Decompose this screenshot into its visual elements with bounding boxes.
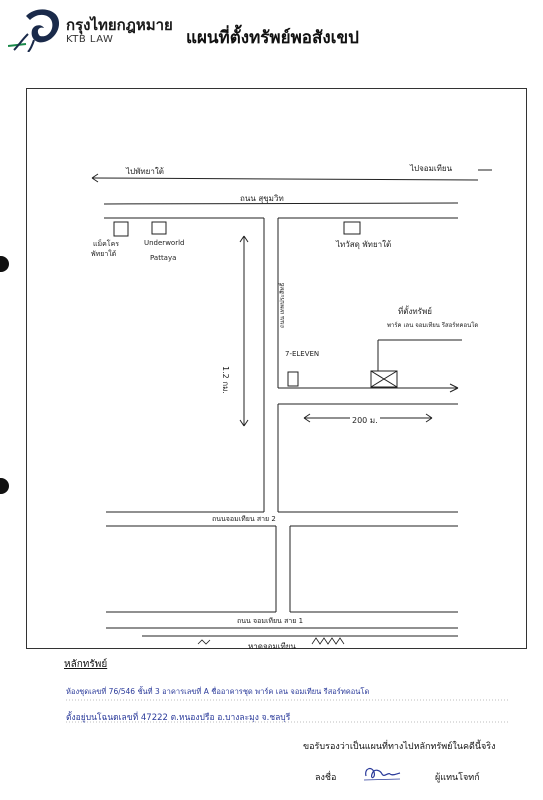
landmark-box-3 xyxy=(343,221,361,235)
road-lower-2-label: ถนน จอมเทียน สาย 1 xyxy=(237,617,304,625)
main-road-label: ถนน สุขุมวิท xyxy=(240,194,284,203)
direction-right-label: ไปจอมเทียน xyxy=(410,164,453,173)
signature-image xyxy=(363,767,401,781)
side-road-label: ถนน เทพประสิทธิ์ xyxy=(279,282,286,328)
landmark-left-2-sub-label: Pattaya xyxy=(150,254,177,262)
logo-thai-text: กรุงไทยกฎหมาย xyxy=(66,16,173,34)
seven-eleven-label: 7-ELEVEN xyxy=(285,350,320,358)
direction-left-label: ไปพัทยาใต้ xyxy=(126,167,164,176)
collateral-line-1: ห้องชุดเลขที่ 76/546 ชั้นที่ 3 อาคารเลขท… xyxy=(66,687,370,696)
road-lower-1-label: ถนนจอมเทียน สาย 2 xyxy=(212,515,276,523)
wave-left-icon xyxy=(197,639,211,645)
seven-eleven-box xyxy=(287,371,299,387)
direction-line xyxy=(91,177,479,181)
punch-hole-top xyxy=(0,256,9,272)
document-title: แผนที่ตั้งทรัพย์พอสังเขป xyxy=(186,28,359,48)
wave-right-icon xyxy=(311,637,345,645)
signature-role: ผู้แทนโจทก์ xyxy=(435,773,480,783)
property-label: ที่ตั้งทรัพย์ xyxy=(398,307,432,316)
landmark-left-2-label: Underworld xyxy=(144,239,185,247)
certification-text: ขอรับรองว่าเป็นแผนที่ทางไปหลักทรัพย์ในคด… xyxy=(303,742,496,752)
map-frame xyxy=(26,88,527,649)
logo-english-text: KTB LAW xyxy=(66,34,114,45)
krungthai-bird-icon xyxy=(7,9,60,53)
distance-horizontal-label: 200 ม. xyxy=(350,414,380,427)
sukhumvit-road-top xyxy=(103,202,459,205)
landmark-right-label: ไทวัสดุ พัทยาใต้ xyxy=(336,240,392,249)
landmark-left-1-label: แม็คโคร xyxy=(93,240,120,248)
logo xyxy=(7,6,178,53)
property-name-label: พาร์ค เลน จอมเทียน รีสอร์ทคอนโด xyxy=(387,322,479,329)
signature-label: ลงชื่อ xyxy=(315,773,337,783)
landmark-box-1 xyxy=(113,221,129,237)
collateral-heading: หลักทรัพย์ xyxy=(64,659,108,670)
property-marker xyxy=(370,370,398,388)
beach-label: หาดจอมเทียน xyxy=(248,642,296,651)
collateral-line-2: ตั้งอยู่บนโฉนดเลขที่ 47222 ต.หนองปรือ อ.… xyxy=(66,713,291,723)
distance-vertical-label: 1.2 กม. xyxy=(221,366,230,394)
punch-hole-bottom xyxy=(0,478,9,494)
landmark-left-1-sub-label: พัทยาใต้ xyxy=(91,250,117,258)
landmark-box-2 xyxy=(151,221,167,235)
